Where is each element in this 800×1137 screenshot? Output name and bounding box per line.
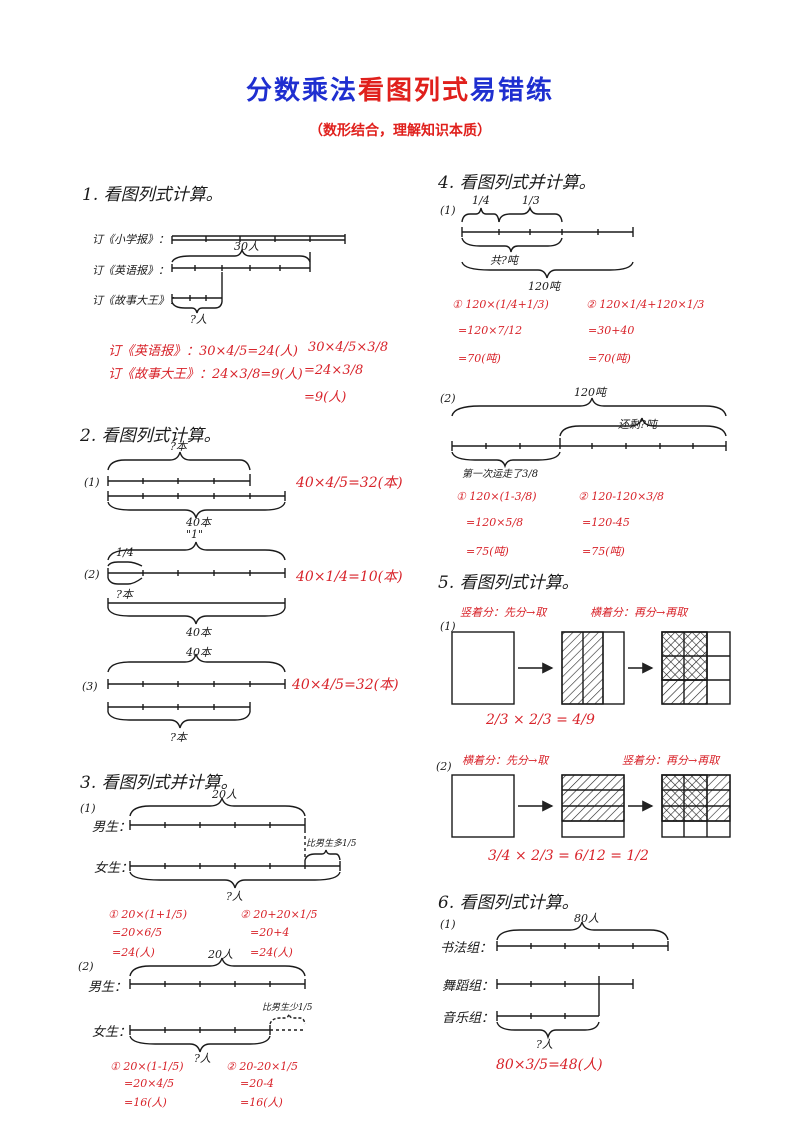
s3-p2-b3: =16(人): [240, 1096, 283, 1109]
s3-p1-label: (1): [80, 802, 96, 815]
s3-p2-boys: 男生：: [88, 980, 128, 995]
s3-p1-a1: ① 20×(1+1/5): [108, 908, 188, 921]
s5-p2-label: (2): [436, 760, 452, 773]
s6-row-calligraphy: 书法组：: [440, 941, 493, 956]
s4-p1-f2: 1/3: [522, 194, 540, 207]
s4-p2-a3: =75(吨): [466, 545, 509, 558]
s4-p1-a1: ① 120×(1/4+1/3): [452, 298, 549, 311]
s5-p1-label: (1): [440, 620, 456, 633]
s6-heading: 6. 看图列式计算。: [438, 893, 579, 913]
s3-p1-a2: =20×6/5: [112, 926, 163, 939]
s3-p2-b2: =20-4: [240, 1077, 274, 1090]
s3-p1-b1: ② 20+20×1/5: [240, 908, 318, 921]
s6-p1-label: (1): [440, 918, 456, 931]
s3-p1-note: 比男生多1/5: [306, 839, 357, 849]
page-title: 分数乘法看图列式易错练: [0, 70, 800, 107]
s6-bars: [496, 921, 669, 1040]
s6-row-music: 音乐组：: [442, 1011, 495, 1026]
s4-bars: [451, 205, 727, 469]
s4-p2-remaining: 还剩?吨: [618, 418, 657, 431]
s2-heading: 2. 看图列式计算。: [80, 426, 221, 446]
title-part-3: 易错练: [470, 76, 555, 106]
s2-p2-label: (2): [84, 568, 100, 581]
s1-alt-1: 30×4/5×3/8: [308, 340, 389, 355]
s4-p1-b3: =70(吨): [588, 352, 631, 365]
s4-p1-total: 120吨: [528, 280, 560, 293]
s3-p2-a3: =16(人): [124, 1096, 167, 1109]
s5-p1-equation: 2/3 × 2/3 = 4/9: [486, 712, 595, 728]
s3-p1-unknown: ?人: [226, 890, 243, 903]
s1-total: 30人: [234, 240, 259, 253]
s1-heading: 1. 看图列式计算。: [82, 185, 223, 205]
s5-heading: 5. 看图列式计算。: [438, 573, 579, 593]
s6-answer: 80×3/5=48(人): [496, 1057, 603, 1073]
s3-p1-boys: 男生：: [92, 820, 132, 835]
s3-p1-girls: 女生：: [94, 861, 134, 876]
s3-p2-b1: ② 20-20×1/5: [226, 1060, 298, 1073]
s3-p2-label: (2): [78, 960, 94, 973]
s1-answer-2: 订《故事大王》：24×3/8=9(人): [108, 367, 303, 382]
s4-p1-f1: 1/4: [472, 194, 490, 207]
s3-p1-a3: =24(人): [112, 946, 155, 959]
s4-p2-b2: =120-45: [582, 516, 630, 529]
title-part-1: 分数乘法: [245, 76, 358, 106]
s4-p2-a1: ① 120×(1-3/8): [456, 490, 537, 503]
s1-label-c: 订《故事大王》：: [92, 294, 180, 307]
s2-p1-bottom: 40本: [186, 516, 211, 529]
s4-p2-b1: ② 120-120×3/8: [578, 490, 664, 503]
s4-p1-a2: =120×7/12: [458, 324, 523, 337]
s4-p2-first: 第一次运走了3/8: [462, 469, 539, 480]
s3-heading: 3. 看图列式并计算。: [80, 773, 238, 793]
s3-p2-total: 20人: [208, 948, 233, 961]
s6-row-dance: 舞蹈组：: [442, 979, 495, 994]
s2-p1-label: (1): [84, 476, 100, 489]
s1-alt-3: =9(人): [304, 390, 347, 405]
s2-p2-fraction: 1/4: [116, 546, 134, 559]
s3-p2-note: 比男生少1/5: [262, 1003, 313, 1013]
s4-p1-b2: =30+40: [588, 324, 635, 337]
s5-p1-step1: 竖着分：先分→取: [460, 606, 547, 619]
s6-unknown: ?人: [536, 1038, 553, 1051]
s2-p3-bottom: ?本: [170, 731, 187, 744]
s2-p1-answer: 40×4/5=32(本): [296, 475, 403, 491]
s4-p1-a3: =70(吨): [458, 352, 501, 365]
s1-label-a: 订《小学报》：: [92, 233, 169, 246]
s6-total: 80人: [574, 912, 599, 925]
s2-bars: [107, 451, 286, 729]
s1-answer-1: 订《英语报》：30×4/5=24(人): [108, 344, 298, 359]
s2-p2-mark: "1": [186, 528, 204, 541]
s4-p2-label: (2): [440, 392, 456, 405]
s3-p1-total: 20人: [212, 788, 237, 801]
s2-p3-answer: 40×4/5=32(本): [292, 677, 399, 693]
s3-p2-unknown: ?人: [194, 1052, 211, 1065]
page-subtitle: （数形结合，理解知识本质）: [309, 123, 491, 139]
s4-heading: 4. 看图列式并计算。: [438, 173, 596, 193]
s2-p2-bottom: 40本: [186, 626, 211, 639]
s1-unknown: ?人: [190, 313, 207, 326]
s4-p2-a2: =120×5/8: [466, 516, 524, 529]
s2-p3-top: 40本: [186, 646, 211, 659]
s1-label-b: 订《英语报》：: [92, 264, 169, 277]
s5-p2-equation: 3/4 × 2/3 = 6/12 = 1/2: [488, 848, 649, 864]
title-part-2: 看图列式: [357, 76, 470, 106]
s4-p1-label: (1): [440, 204, 456, 217]
s5-boxes: [451, 631, 731, 838]
s2-p2-unknown: ?本: [116, 588, 133, 601]
s2-p1-top: ?本: [170, 440, 187, 453]
s4-p2-b3: =75(吨): [582, 545, 625, 558]
s5-p2-step2: 竖着分：再分→再取: [622, 754, 720, 767]
s3-p1-b2: =20+4: [250, 926, 290, 939]
s5-p1-step2: 横着分：再分→再取: [590, 606, 688, 619]
s2-p2-answer: 40×1/4=10(本): [296, 569, 403, 585]
s4-p2-total: 120吨: [574, 386, 606, 399]
s3-p2-a1: ① 20×(1-1/5): [110, 1060, 184, 1073]
s3-p2-a2: =20×4/5: [124, 1077, 175, 1090]
s4-p1-mid: 共?吨: [490, 254, 518, 267]
s4-p1-b1: ② 120×1/4+120×1/3: [586, 298, 705, 311]
s5-p2-step1: 横着分：先分→取: [462, 754, 549, 767]
s3-p1-b3: =24(人): [250, 946, 293, 959]
s2-p3-label: (3): [82, 680, 98, 693]
s1-alt-2: =24×3/8: [304, 363, 364, 378]
s3-p2-girls: 女生：: [92, 1025, 132, 1040]
